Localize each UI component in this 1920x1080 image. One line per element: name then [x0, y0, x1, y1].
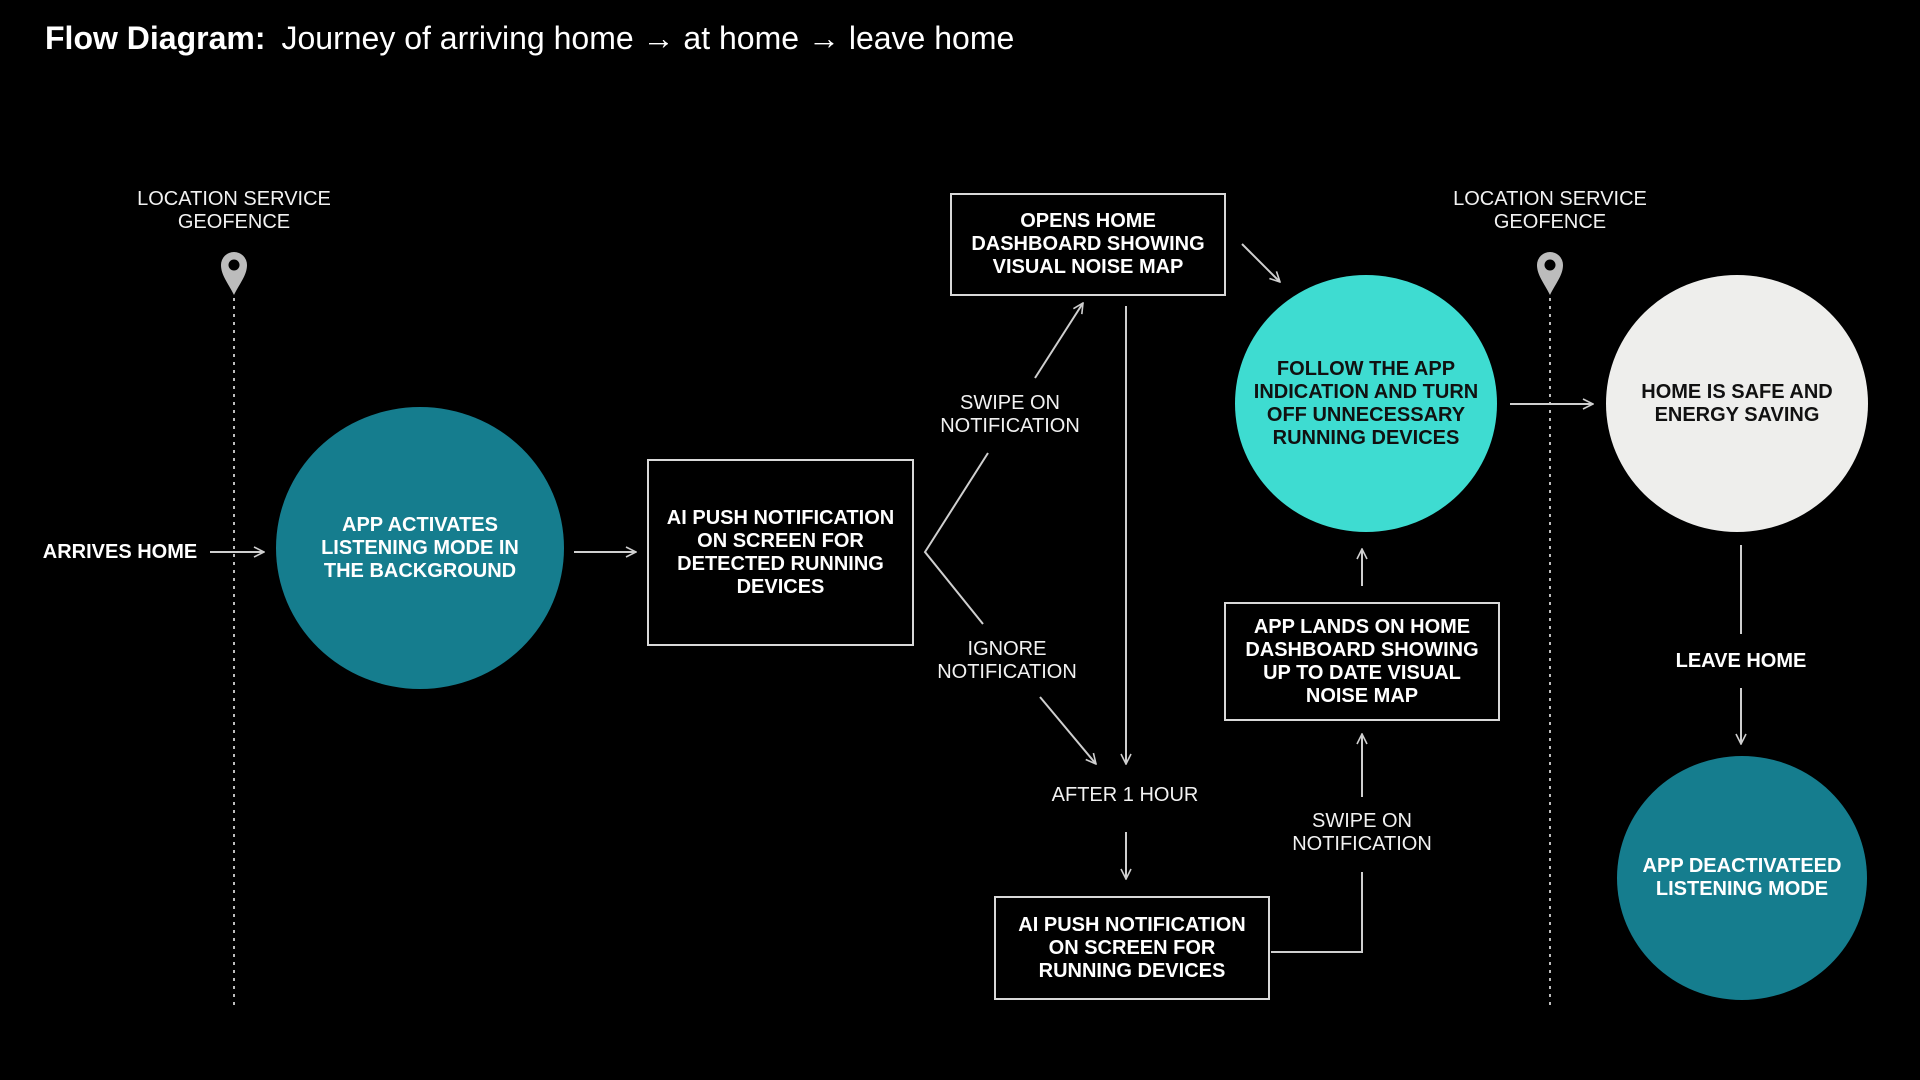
arrow-swipe-to-dashboard [1034, 303, 1083, 379]
geofence-right-line1: LOCATION SERVICE [1453, 188, 1647, 210]
after-1-hour-label: AFTER 1 HOUR [1051, 783, 1199, 806]
app-lands-node: APP LANDS ON HOME DASHBOARD SHOWING UP T… [1224, 602, 1500, 721]
home-safe-node: HOME IS SAFE AND ENERGY SAVING [1606, 275, 1868, 532]
leave-home-label: LEAVE HOME [1675, 649, 1807, 672]
ignore-notification-label: IGNORE NOTIFICATION [917, 636, 1097, 686]
geofence-left-line1: LOCATION SERVICE [137, 188, 331, 210]
arrow-ignore-to-after-hour [1039, 696, 1096, 764]
map-pin-icon [221, 252, 247, 295]
ai-push-running-node: AI PUSH NOTIFICATION ON SCREEN FOR RUNNI… [994, 896, 1270, 1000]
connector-push-to-swipe [1271, 872, 1363, 953]
ai-push-detected-node: AI PUSH NOTIFICATION ON SCREEN FOR DETEC… [647, 459, 914, 646]
swipe-on-notification-label-2: SWIPE ON NOTIFICATION [1272, 808, 1452, 858]
arrives-home-label: ARRIVES HOME [42, 540, 198, 563]
swipe1-line2: NOTIFICATION [940, 415, 1080, 437]
geofence-label-right: LOCATION SERVICE GEOFENCE [1430, 186, 1670, 236]
follow-app-node: FOLLOW THE APP INDICATION AND TURN OFF U… [1235, 275, 1497, 532]
swipe1-line1: SWIPE ON [959, 392, 1060, 414]
page-title: Flow Diagram: Journey of arriving home → … [45, 20, 1014, 57]
geofence-right-line2: GEOFENCE [1493, 211, 1607, 233]
ignore-line1: IGNORE [967, 638, 1047, 660]
geofence-label-left: LOCATION SERVICE GEOFENCE [114, 186, 354, 236]
title-text: Journey of arriving home → at home → lea… [281, 20, 1015, 56]
swipe-on-notification-label: SWIPE ON NOTIFICATION [920, 390, 1100, 440]
branch-split [923, 452, 989, 625]
map-pin-icon [1537, 252, 1563, 295]
title-prefix: Flow Diagram: [45, 20, 266, 56]
swipe2-line2: NOTIFICATION [1292, 833, 1432, 855]
swipe2-line1: SWIPE ON [1311, 810, 1412, 832]
opens-dashboard-node: OPENS HOME DASHBOARD SHOWING VISUAL NOIS… [950, 193, 1226, 296]
geofence-left-line2: GEOFENCE [177, 211, 291, 233]
ignore-line2: NOTIFICATION [937, 661, 1077, 683]
arrow-dashboard-to-follow [1241, 243, 1280, 282]
app-activates-node: APP ACTIVATES LISTENING MODE IN THE BACK… [276, 407, 564, 689]
app-deactivated-node: APP DEACTIVATEED LISTENING MODE [1617, 756, 1867, 1000]
